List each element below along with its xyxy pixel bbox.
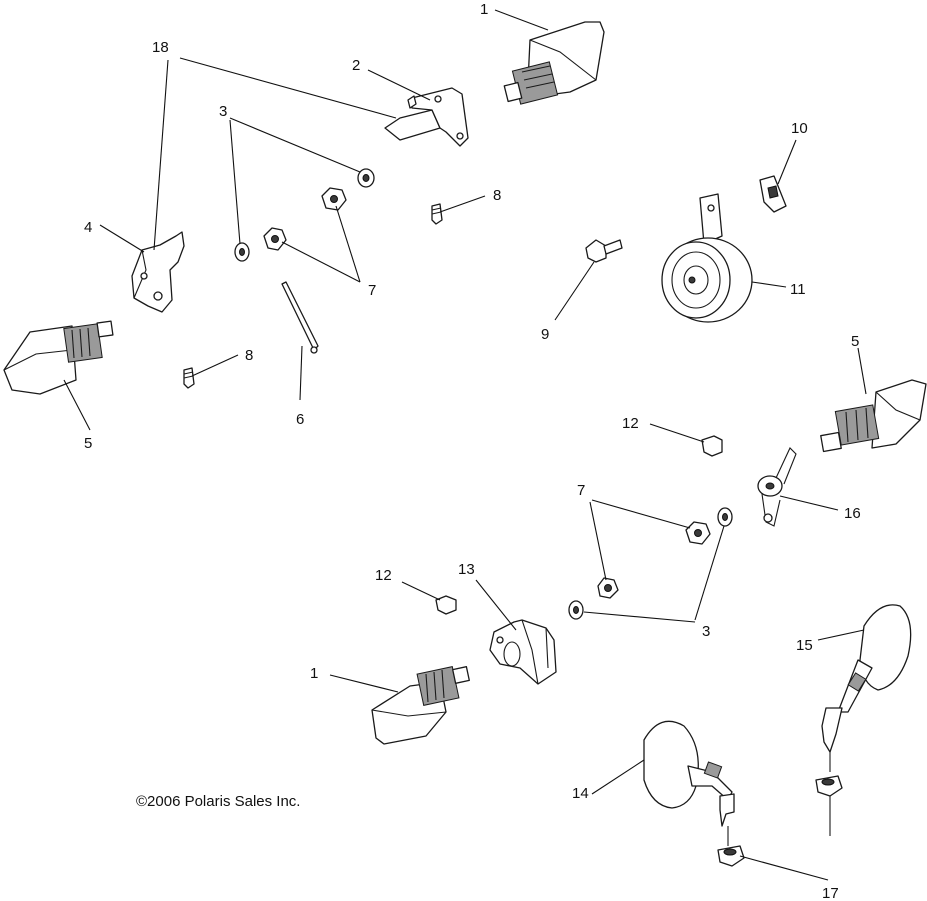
leader-3-top-b: [229, 119, 241, 245]
nut-7-c: [685, 521, 711, 545]
leader-1-top: [494, 9, 549, 31]
clip-10: [759, 175, 787, 213]
grommet-17-b: [815, 775, 843, 836]
callout-9: 9: [541, 326, 549, 343]
nut-7-a: [321, 187, 347, 211]
callout-7-top: 7: [368, 282, 376, 299]
leader-7-top-a: [335, 205, 361, 283]
leader-6: [299, 345, 303, 401]
callout-10: 10: [791, 120, 808, 137]
callout-1-top: 1: [480, 1, 488, 18]
callout-2: 2: [352, 57, 360, 74]
leader-11: [751, 281, 787, 288]
turn-signal-lamp-bottom: [371, 666, 470, 745]
washer-3-a: [357, 168, 375, 188]
leader-1-bottom: [329, 674, 399, 693]
mount-13: [489, 619, 557, 685]
leader-8-top: [439, 195, 486, 213]
copyright-notice: ©2006 Polaris Sales Inc.: [136, 793, 300, 810]
leader-16: [779, 495, 839, 511]
bolt-9: [585, 239, 623, 263]
leader-7-bottom-b: [589, 501, 607, 581]
nut-7-d: [597, 577, 619, 599]
leader-2: [367, 69, 431, 101]
leader-3-bottom-b: [694, 525, 725, 621]
clamp-16: [757, 447, 797, 527]
leader-7-bottom-a: [591, 499, 691, 529]
turn-signal-lamp-right: [820, 379, 927, 453]
leader-8-left: [191, 354, 239, 377]
bracket-2: [384, 87, 469, 147]
callout-7-bottom: 7: [577, 482, 585, 499]
leader-13: [475, 579, 517, 631]
callout-18: 18: [152, 39, 169, 56]
grommet-17-a: [717, 845, 745, 867]
callout-5-left: 5: [84, 435, 92, 452]
screw-8-left: [183, 367, 195, 389]
nut-7-b: [263, 227, 287, 251]
leader-lines: [63, 9, 867, 881]
callout-12-right: 12: [622, 415, 639, 432]
leader-5-right: [857, 347, 867, 395]
leader-3-bottom-a: [583, 611, 696, 623]
callout-8-left: 8: [245, 347, 253, 364]
callout-3-top: 3: [219, 103, 227, 120]
callout-13: 13: [458, 561, 475, 578]
leader-4: [99, 224, 145, 253]
callout-14: 14: [572, 785, 589, 802]
leader-9: [554, 261, 595, 321]
leader-10: [777, 139, 797, 185]
washer-3-d: [568, 600, 584, 620]
callout-8-top: 8: [493, 187, 501, 204]
leader-15: [817, 629, 865, 641]
leader-18-a: [179, 57, 397, 119]
callout-3-bottom: 3: [702, 623, 710, 640]
leader-12-right: [649, 423, 705, 443]
screw-12-left: [435, 595, 457, 615]
callout-17: 17: [822, 885, 839, 901]
callout-15: 15: [796, 637, 813, 654]
washer-3-c: [717, 507, 733, 527]
leader-17: [739, 855, 829, 881]
turn-signal-lamp-top: [503, 21, 605, 105]
callout-5-right: 5: [851, 333, 859, 350]
leader-3-top-a: [229, 117, 361, 173]
callout-16: 16: [844, 505, 861, 522]
leader-14: [591, 759, 645, 795]
turn-signal-lamp-left: [3, 320, 114, 395]
leader-7-top-b: [281, 241, 361, 283]
rod-6: [281, 281, 319, 354]
washer-3-b: [234, 242, 250, 262]
mirror-14: [643, 720, 735, 846]
horn-11: [661, 193, 753, 323]
callout-12-left: 12: [375, 567, 392, 584]
leader-18-b: [153, 59, 169, 251]
leader-5-left: [63, 379, 91, 431]
screw-8-top: [431, 203, 443, 225]
callout-6: 6: [296, 411, 304, 428]
callouts: 1 18 2 3 10 8 4 7 11 9 5 8 6 12 5 7 16 1…: [84, 1, 861, 901]
callout-1-bottom: 1: [310, 665, 318, 682]
callout-11: 11: [790, 281, 806, 298]
screw-12-right: [701, 435, 723, 457]
callout-4: 4: [84, 219, 92, 236]
leader-12-left: [401, 581, 441, 601]
bracket-4: [131, 231, 185, 313]
mirror-15: [821, 604, 912, 772]
